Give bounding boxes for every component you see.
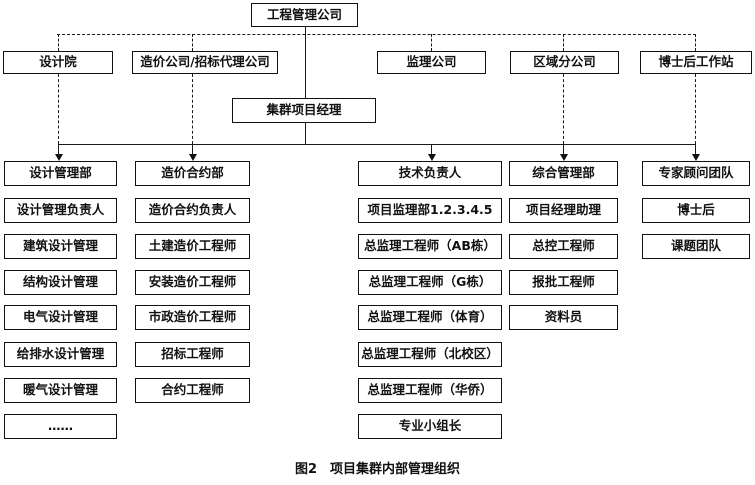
node-cluster-project-manager: 集群项目经理 [232, 98, 376, 123]
connector-main-bus [58, 144, 695, 145]
connector-arrow-shaft-col4 [563, 144, 564, 155]
node-supervision-company: 监理公司 [377, 51, 486, 74]
arrow-down-col4 [560, 154, 568, 161]
connector-postdoc-workstation-to-bus [695, 74, 696, 144]
node-general-management-dept: 综合管理部 [509, 161, 618, 186]
node-civil-cost-engineer: 土建造价工程师 [135, 234, 250, 259]
node-municipal-cost-engineer: 市政造价工程师 [135, 305, 250, 330]
node-chief-supervision-engineer-ab: 总监理工程师（AB栋） [358, 234, 502, 259]
connector-cost-tender-agency-to-bus [192, 74, 193, 144]
node-cost-contract-dept: 造价合约部 [135, 161, 250, 186]
connector-arrow-shaft-col1 [58, 144, 59, 155]
node-master-control-engineer: 总控工程师 [509, 234, 618, 259]
node-chief-supervision-engineer-overseas: 总监理工程师（华侨） [358, 378, 502, 403]
connector-arrow-shaft-col5 [695, 144, 696, 155]
node-cost-contract-lead: 造价合约负责人 [135, 198, 250, 223]
connector-stub-supervision-company [431, 34, 432, 51]
node-structure-design-mgmt: 结构设计管理 [4, 270, 117, 295]
node-design-institute: 设计院 [3, 51, 113, 74]
connector-stub-design-institute [58, 34, 59, 51]
arrow-down-col1 [55, 154, 63, 161]
node-expert-advisor-team: 专家顾问团队 [642, 161, 750, 186]
node-cost-tender-agency-company: 造价公司/招标代理公司 [132, 51, 278, 74]
node-electrical-design-mgmt: 电气设计管理 [4, 305, 117, 330]
connector-root-to-manager [305, 27, 306, 98]
node-installation-cost-engineer: 安装造价工程师 [135, 270, 250, 295]
node-document-clerk: 资料员 [509, 305, 618, 330]
connector-design-institute-to-bus [58, 74, 59, 144]
node-postdoc-workstation: 博士后工作站 [640, 51, 752, 74]
node-regional-branch-company: 区域分公司 [510, 51, 619, 74]
node-architecture-design-mgmt: 建筑设计管理 [4, 234, 117, 259]
node-plumbing-design-mgmt: 给排水设计管理 [4, 342, 117, 367]
connector-dashed-top-bus [57, 34, 696, 35]
node-chief-supervision-engineer-sports: 总监理工程师（体育） [358, 305, 502, 330]
node-supervision-dept-1-5: 项目监理部1.2.3.4.5 [358, 198, 502, 223]
node-approval-engineer: 报批工程师 [509, 270, 618, 295]
node-ellipsis: …… [4, 414, 117, 439]
node-chief-supervision-engineer-g: 总监理工程师（G栋） [358, 270, 502, 295]
node-postdoc: 博士后 [642, 198, 750, 223]
connector-stub-postdoc-workstation [695, 34, 696, 51]
connector-arrow-shaft-col3 [431, 144, 432, 155]
node-research-team: 课题团队 [642, 234, 750, 259]
node-tender-engineer: 招标工程师 [135, 342, 250, 367]
node-chief-supervision-engineer-north-campus: 总监理工程师（北校区） [358, 342, 502, 367]
node-specialty-group-leader: 专业小组长 [358, 414, 502, 439]
connector-manager-to-bus [305, 123, 306, 144]
node-heating-design-mgmt: 暖气设计管理 [4, 378, 117, 403]
connector-stub-regional-branch [563, 34, 564, 51]
node-technical-director: 技术负责人 [358, 161, 502, 186]
node-contract-engineer: 合约工程师 [135, 378, 250, 403]
node-design-management-lead: 设计管理负责人 [4, 198, 117, 223]
node-pm-assistant: 项目经理助理 [509, 198, 618, 223]
node-engineering-management-company: 工程管理公司 [251, 3, 358, 27]
arrow-down-col2 [189, 154, 197, 161]
connector-arrow-shaft-col2 [192, 144, 193, 155]
node-design-management-dept: 设计管理部 [4, 161, 117, 186]
figure-caption: 图2 项目集群内部管理组织 [294, 462, 461, 477]
connector-stub-cost-tender-agency [192, 34, 193, 51]
arrow-down-col3 [428, 154, 436, 161]
arrow-down-col5 [692, 154, 700, 161]
connector-regional-branch-to-bus [563, 74, 564, 144]
